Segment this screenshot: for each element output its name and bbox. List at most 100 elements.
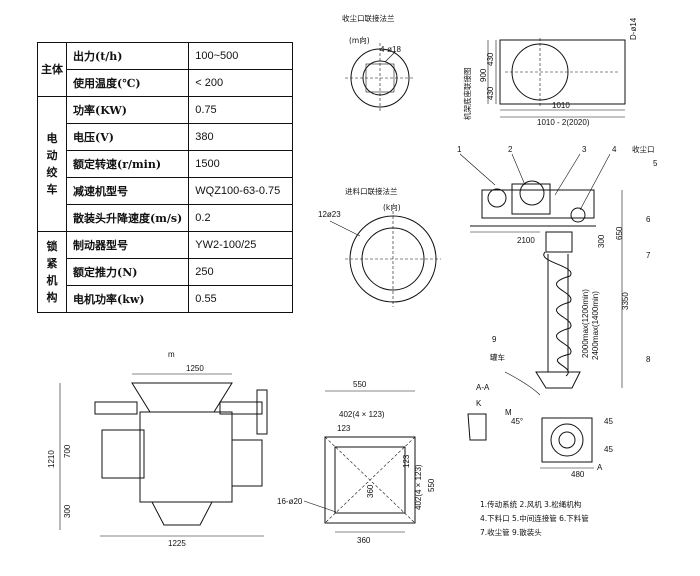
spec-param-name: 功率(KW)	[65, 96, 190, 124]
inlet-flange-title: 进料口联接法兰	[345, 186, 398, 196]
section-m-label: M	[505, 408, 512, 417]
spec-param-name: 出力(t/h)	[65, 42, 190, 70]
right-shaft	[219, 401, 263, 415]
sq-dim-123-top: 123	[337, 424, 351, 433]
dim-2400max: 2400max(1400min)	[591, 291, 600, 360]
spec-row: 额定转速(r/min)1500	[38, 150, 293, 178]
drive-platform	[481, 189, 595, 219]
callout-9: 9	[492, 335, 497, 344]
callout-1: 1	[457, 145, 462, 154]
section-square-flange	[541, 417, 593, 463]
spec-param-value: 0.55	[188, 285, 293, 313]
section-corner-label: A	[597, 463, 603, 472]
front-view-label-m: m	[168, 350, 175, 359]
dust-outlet-pipe	[570, 207, 586, 223]
fan-icon	[519, 180, 545, 206]
section-k-label: K	[476, 399, 482, 408]
loading-head	[535, 371, 581, 389]
spec-param-value: 0.75	[188, 96, 293, 124]
dim-650: 650	[615, 226, 624, 240]
callout-2: 2	[508, 145, 513, 154]
dim-3350: 3350	[621, 292, 630, 310]
left-motor	[101, 429, 145, 479]
spec-param-name: 使用温度(℃)	[65, 69, 190, 97]
tank-car-label: 罐车	[490, 352, 505, 362]
legend-line-3: 7.收尘管 9.散装头	[480, 527, 542, 537]
base-plate-drawing: 机架底座联接图 D-ø14 430 430 900 1010 1010 - 2(…	[462, 17, 638, 127]
base-plate-dim-430-upper: 430	[486, 52, 495, 66]
base-plate-title: 机架底座联接图	[462, 68, 472, 121]
inlet-flange-drawing: 进料口联接法兰 (k向) 12ø23	[318, 186, 441, 307]
front-view-drawing: m 1250 1210 700 300 1225	[47, 350, 268, 548]
spec-row: 电压(V)380	[38, 123, 293, 151]
spec-row: 额定推力(N)250	[38, 258, 293, 286]
callout-6: 6	[646, 215, 651, 224]
section-aa-detail	[467, 413, 487, 441]
tank-car-outline	[504, 371, 541, 396]
callout-3: 3	[582, 145, 587, 154]
inlet-flange-holes: 12ø23	[318, 210, 341, 219]
front-dim-700: 700	[63, 444, 72, 458]
legend-line-1: 1.传动系统 2.风机 3.松绳机构	[480, 499, 582, 509]
front-dim-300: 300	[63, 504, 72, 518]
base-plate-outline	[499, 39, 626, 105]
sq-dim-360-bottom: 360	[357, 536, 371, 545]
sq-dim-402-top: 402(4 × 123)	[339, 410, 385, 419]
section-view-drawing: A-A K M 45° 45 45 480 A	[467, 383, 613, 479]
legend-line-2: 4.下料口 5.中间连接管 6.下料管	[480, 513, 589, 523]
discharge-cone	[151, 501, 213, 526]
bellows-guide-lines	[547, 254, 569, 372]
front-dim-1225: 1225	[168, 539, 186, 548]
section-inner-tube	[558, 431, 576, 449]
dust-flange-title: 收尘口联接法兰	[342, 13, 395, 23]
sq-dim-402-side: 402(4 × 123)	[414, 464, 423, 510]
dust-flange-drawing: 收尘口联接法兰 (m向) 4-ø18	[342, 13, 415, 113]
telescopic-bellows	[543, 251, 572, 377]
section-dim-480: 480	[571, 470, 585, 479]
spec-param-value: 1500	[188, 150, 293, 178]
motor-icon	[487, 188, 507, 208]
sq-dim-550-side: 550	[427, 478, 436, 492]
dim-300: 300	[597, 234, 606, 248]
mixer-body	[139, 411, 233, 503]
inlet-flange-view-label: (k向)	[383, 202, 401, 212]
spec-param-value: 380	[188, 123, 293, 151]
gearbox	[511, 183, 551, 215]
base-plate-dim-430-lower: 430	[486, 86, 495, 100]
spec-param-value: < 200	[188, 69, 293, 97]
right-drive	[231, 439, 263, 487]
dim-2000max: 2000max(1200min)	[581, 289, 590, 358]
dim-2100: 2100	[517, 236, 535, 245]
spec-param-name: 散装头升降速度(m/s)	[65, 204, 190, 232]
base-plate-dim-1010x2: 1010 - 2(2020)	[537, 118, 590, 127]
parts-legend: 1.传动系统 2.风机 3.松绳机构 4.下料口 5.中间连接管 6.下料管 7…	[480, 499, 589, 537]
section-angle: 45°	[511, 417, 523, 426]
right-flange	[256, 389, 268, 435]
left-shaft	[94, 401, 138, 415]
spec-row: 散装头升降速度(m/s)0.2	[38, 204, 293, 232]
base-plate-d-label: D-ø14	[629, 17, 638, 40]
square-flange-drawing: 550 402(4 × 123) 123 123 360 402(4 × 123…	[277, 380, 436, 545]
callout-7: 7	[646, 251, 651, 260]
spec-group-label: 主体	[37, 42, 67, 97]
sq-dim-360-inner: 360	[366, 484, 375, 498]
sq-holes-label: 16-ø20	[277, 497, 303, 506]
section-dim-45-bottom: 45	[604, 445, 613, 454]
base-plate-dim-1010: 1010	[552, 101, 570, 110]
spec-row: 使用温度(℃)< 200	[38, 69, 293, 97]
dust-outlet-label: 收尘口	[632, 144, 655, 154]
square-flange-outer	[324, 436, 416, 524]
main-elevation-drawing: 1 2 3 4 收尘口 5 6 7 8 9 2100 300 650 3350 …	[457, 144, 658, 396]
base-plate-dim-900: 900	[479, 68, 488, 82]
callout-4: 4	[612, 145, 617, 154]
spec-param-name: 电压(V)	[65, 123, 190, 151]
intermediate-pipe	[545, 231, 573, 253]
inlet-hopper	[131, 382, 233, 413]
sq-dim-550-top: 550	[353, 380, 367, 389]
section-dim-45-top: 45	[604, 417, 613, 426]
square-flange-inner	[334, 446, 406, 514]
dust-flange-view-label: (m向)	[349, 35, 370, 45]
